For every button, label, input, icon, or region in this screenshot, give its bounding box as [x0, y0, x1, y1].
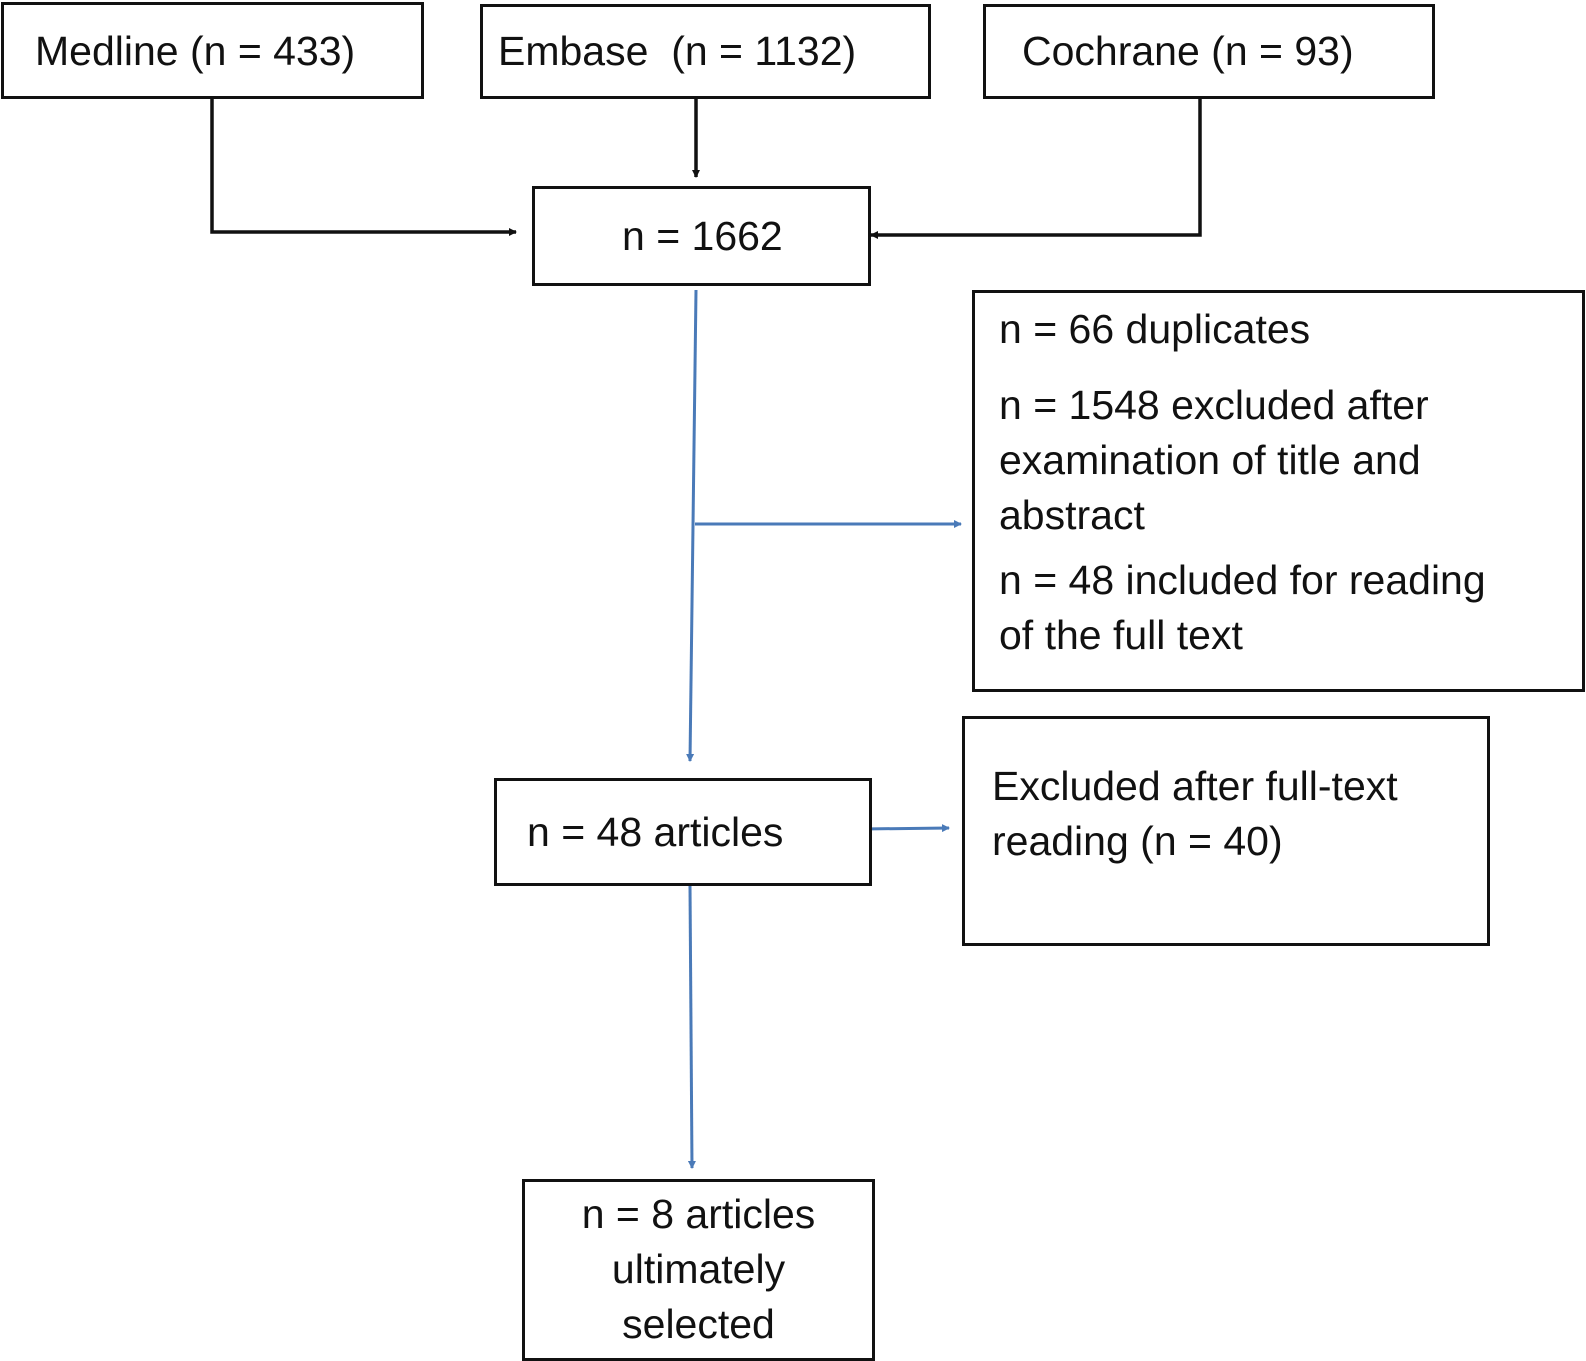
fulltext-excluded-line2: reading (n = 40): [992, 818, 1283, 864]
included-label-line1: n = 48 included for reading: [999, 557, 1486, 603]
fulltext-excluded-line1: Excluded after full-text: [992, 763, 1398, 809]
excluded-label-line1: n = 1548 excluded after: [999, 382, 1429, 428]
excluded-label-line3: abstract: [999, 492, 1145, 538]
included-label-line2: of the full text: [999, 612, 1243, 658]
final-line3: selected: [622, 1301, 775, 1347]
total-label: n = 1662: [622, 213, 783, 259]
fulltext-excluded-box: Excluded after full-text reading (n = 40…: [962, 716, 1490, 946]
final-line2: ultimately: [611, 1246, 786, 1292]
articles-to-excluded-arrow: [862, 824, 950, 833]
total-box: n = 1662: [532, 186, 871, 286]
final-line1: n = 8 articles: [581, 1191, 816, 1237]
excluded-label-line2: examination of title and: [999, 437, 1421, 483]
medline-label: Medline (n = 433): [35, 28, 356, 74]
articles-box: n = 48 articles: [494, 778, 872, 886]
medline-to-total-arrow: [210, 97, 517, 236]
embase-box: Embase (n = 1132): [480, 4, 931, 99]
cochrane-to-total-arrow: [870, 97, 1202, 239]
total-to-articles-arrow: [686, 289, 698, 762]
duplicates-label: n = 66 duplicates: [999, 306, 1311, 352]
embase-label: Embase (n = 1132): [498, 28, 857, 74]
cochrane-box: Cochrane (n = 93): [983, 4, 1435, 99]
articles-to-final-arrow: [687, 885, 696, 1169]
screening-box: n = 66 duplicates n = 1548 excluded afte…: [972, 290, 1585, 692]
cochrane-label: Cochrane (n = 93): [1022, 28, 1354, 74]
articles-label: n = 48 articles: [527, 809, 784, 855]
final-box: n = 8 articles ultimately selected: [522, 1179, 875, 1361]
medline-box: Medline (n = 433): [1, 2, 424, 99]
